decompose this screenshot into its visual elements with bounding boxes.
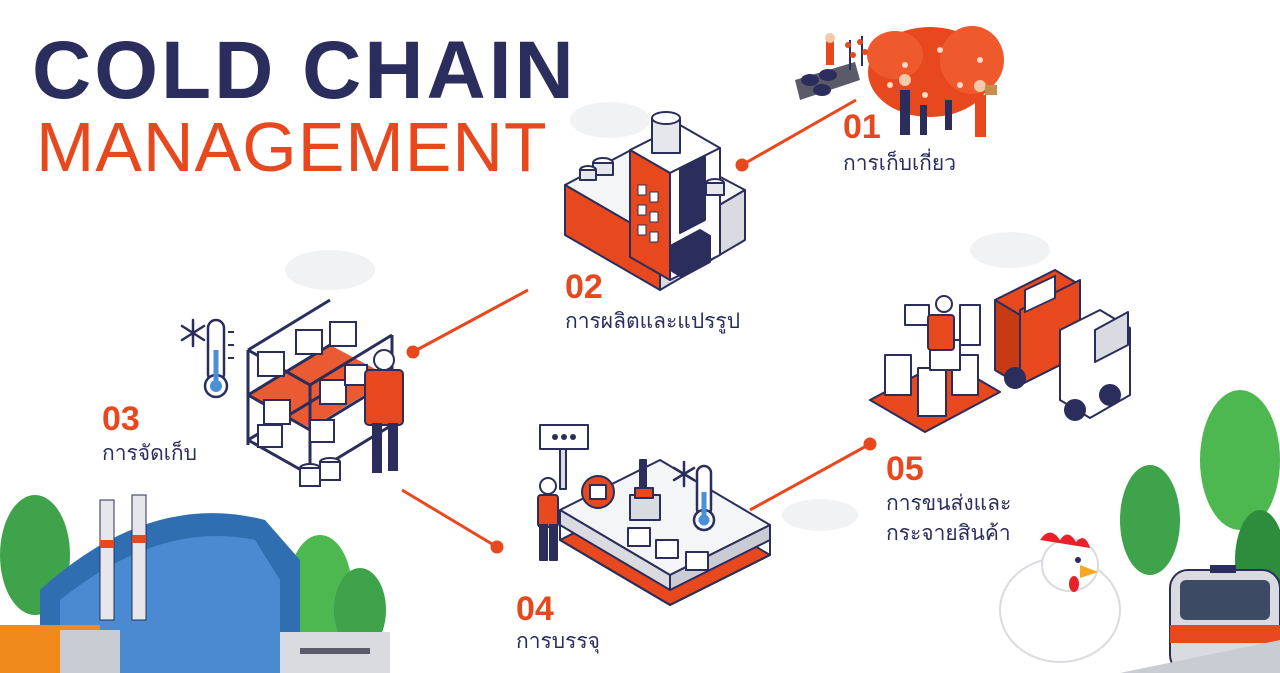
thermometer-icon <box>692 464 716 532</box>
step-05-label-line-1: การขนส่งและ <box>886 491 1012 515</box>
step-04-number: 04 <box>516 590 554 628</box>
step-01-number: 01 <box>843 108 881 146</box>
background-clouds <box>285 102 1050 531</box>
step-02-label: การผลิตและแปรรูป <box>565 309 741 333</box>
snowflake-icon <box>180 318 206 348</box>
title-line-1: COLD CHAIN <box>32 25 577 116</box>
step-01-label: การเก็บเกี่ยว <box>843 151 956 175</box>
factory-illustration <box>564 111 746 528</box>
logistics-illustration <box>869 269 1131 433</box>
step-05-label-line-2: กระจายสินค้า <box>886 521 1011 545</box>
step-04-label: การบรรจุ <box>516 629 600 653</box>
thermometer-icon <box>203 318 234 399</box>
snowflake-icon <box>672 460 696 488</box>
step-03-label: การจัดเก็บ <box>102 441 197 465</box>
step-05-number: 05 <box>886 450 924 488</box>
harvest-illustration <box>795 26 1004 137</box>
bottom-right-scenery <box>999 390 1280 673</box>
bottom-left-scenery <box>0 494 390 673</box>
step-02-number: 02 <box>565 268 603 306</box>
step-03-number: 03 <box>102 400 140 438</box>
packaging-illustration <box>537 424 771 606</box>
title-line-2: MANAGEMENT <box>36 108 548 186</box>
connector-lines <box>401 98 877 554</box>
storage-illustration <box>246 298 404 487</box>
